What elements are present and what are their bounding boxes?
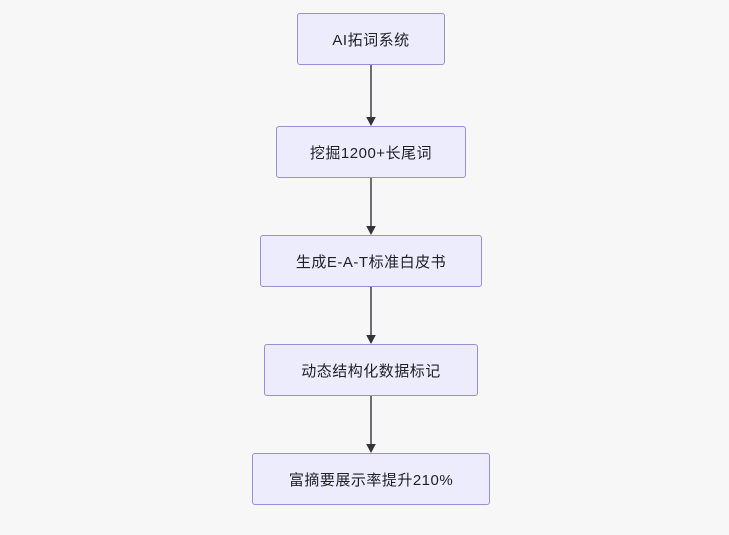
flow-node-n5[interactable]: 富摘要展示率提升210%: [252, 453, 490, 505]
flow-node-n1[interactable]: AI拓词系统: [297, 13, 445, 65]
flow-node-n3[interactable]: 生成E-A-T标准白皮书: [260, 235, 482, 287]
flow-node-n2[interactable]: 挖掘1200+长尾词: [276, 126, 466, 178]
flow-node-label: 富摘要展示率提升210%: [288, 471, 454, 489]
edge-n3-to-n4: [366, 287, 376, 344]
edge-n1-to-n2: [366, 65, 376, 126]
edge-n4-to-n5: [366, 396, 376, 453]
edge-n2-to-n3: [366, 178, 376, 235]
flow-node-n4[interactable]: 动态结构化数据标记: [264, 344, 478, 396]
flow-node-label: 动态结构化数据标记: [301, 362, 441, 380]
flow-node-label: 挖掘1200+长尾词: [309, 144, 433, 162]
flow-node-label: 生成E-A-T标准白皮书: [295, 253, 447, 271]
flow-node-label: AI拓词系统: [332, 31, 410, 49]
